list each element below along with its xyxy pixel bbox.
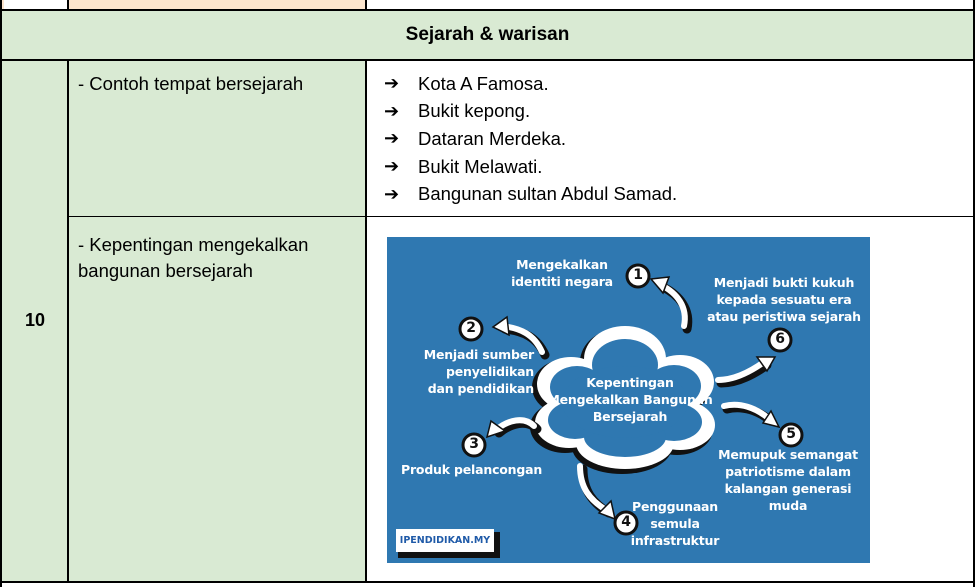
list-item: ➔Bangunan sultan Abdul Samad. <box>384 183 678 205</box>
point-5: Memupuk semangat patriotisme dalam kalan… <box>718 447 858 513</box>
point-3: Produk pelancongan <box>401 462 543 477</box>
topic-cell <box>69 60 366 582</box>
table-border <box>365 60 367 582</box>
arrow-right-icon: ➔ <box>384 128 400 149</box>
table-border <box>0 9 975 11</box>
section-title: Sejarah & warisan <box>405 24 570 45</box>
table-border <box>67 60 69 582</box>
table-border <box>0 59 975 61</box>
topic-importance-line1: - Kepentingan mengekalkan <box>78 234 309 255</box>
arrow-right-icon: ➔ <box>384 73 400 94</box>
list-item: ➔Bukit kepong. <box>384 100 531 122</box>
arrow-right-icon: ➔ <box>384 183 400 204</box>
topic-importance-line2: bangunan bersejarah <box>78 260 253 281</box>
badge-number: 5 <box>786 426 796 442</box>
arrow-right-icon: ➔ <box>384 156 400 177</box>
arrow-head-icon <box>485 276 781 521</box>
center-title: Kepentingan Mengekalkan Bangunan Berseja… <box>547 375 713 424</box>
infographic-graphics <box>458 263 804 536</box>
arrow-right-icon: ➔ <box>384 100 400 121</box>
list-item: ➔Dataran Merdeka. <box>384 127 567 149</box>
point-2: Menjadi sumber penyelidikan dan pendidik… <box>423 347 534 396</box>
number-badges <box>458 263 804 536</box>
places-list: ➔Kota A Famosa. ➔Bukit kepong. ➔Dataran … <box>384 70 677 208</box>
cloud-inner-icon <box>548 339 702 457</box>
badge-number: 4 <box>621 514 631 530</box>
point-6: Menjadi bukti kukuh kepada sesuatu era a… <box>707 275 861 324</box>
badge-number: 2 <box>466 320 476 336</box>
number-cell <box>2 60 68 582</box>
badge-number: 6 <box>775 331 785 347</box>
row-number: 10 <box>24 310 46 330</box>
table-border <box>365 0 367 10</box>
table-border <box>0 0 2 587</box>
table-border <box>0 581 975 583</box>
top-mid-cell <box>69 0 367 10</box>
badge-number: 3 <box>469 436 479 452</box>
badge-number: 1 <box>633 267 643 283</box>
point-4: Penggunaan semula infrastruktur <box>630 499 720 548</box>
section-header: Sejarah & warisan <box>2 11 973 59</box>
table-border <box>67 0 69 10</box>
brand-label: IPENDIDIKAN.MY <box>396 529 494 552</box>
table-border <box>973 0 975 587</box>
point-1: Mengekalkan identiti negara <box>511 257 613 289</box>
topic-historic-places: - Contoh tempat bersejarah <box>78 73 304 94</box>
list-item: ➔Kota A Famosa. <box>384 72 549 94</box>
top-left-cell <box>0 0 4 10</box>
list-item: ➔Bukit Melawati. <box>384 155 543 177</box>
table-border <box>68 216 974 217</box>
